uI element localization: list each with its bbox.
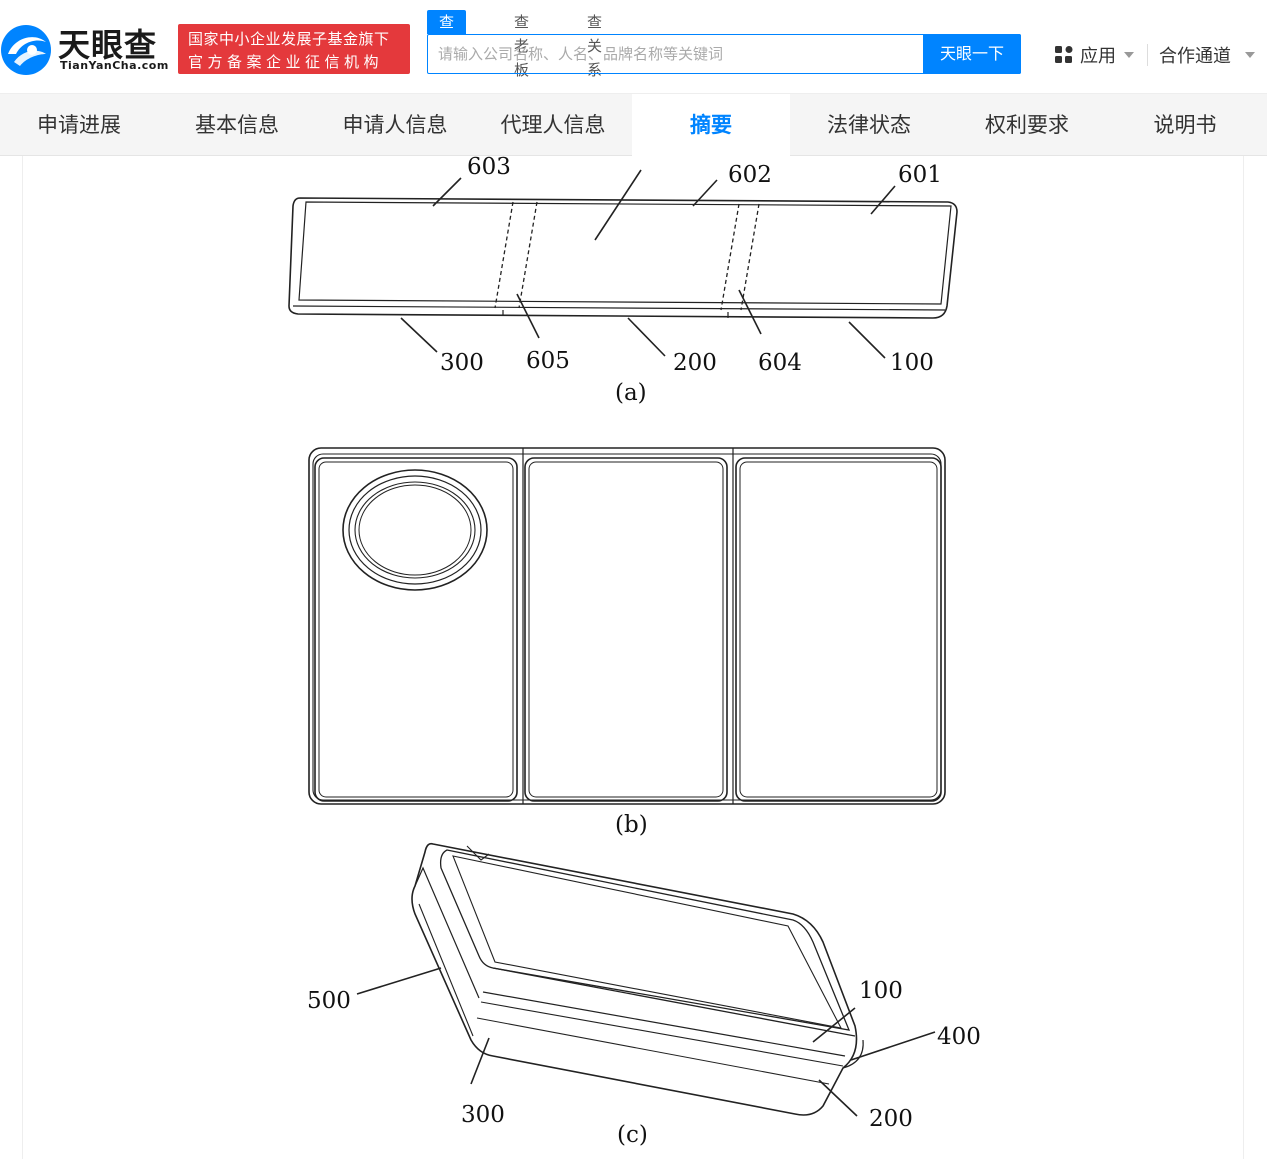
chevron-down-icon — [1124, 52, 1134, 58]
figure-a: 603 602 601 300 605 200 604 100 (a) — [288, 156, 958, 406]
search-box: 天眼一下 — [427, 34, 1021, 74]
figure-c: 500 100 400 300 200 (c) — [307, 842, 981, 1148]
logo-text: 天眼查 — [58, 26, 158, 64]
nav-legal-status[interactable]: 法律状态 — [827, 113, 911, 137]
label-200: 200 — [869, 1106, 913, 1132]
caption-b: (b) — [615, 812, 648, 838]
tab-search-company[interactable]: 查公司 — [427, 10, 467, 79]
patent-nav: 申请进展 基本信息 申请人信息 代理人信息 摘要 法律状态 权利要求 说明书 — [0, 93, 1267, 156]
abstract-figure-panel: 603 602 601 300 605 200 604 100 (a) — [22, 156, 1244, 1159]
partner-channel-link[interactable]: 合作通道 — [1159, 46, 1231, 67]
label-300: 300 — [440, 350, 484, 376]
label-500: 500 — [307, 988, 351, 1014]
tab-search-relation[interactable]: 查关系 — [587, 13, 603, 79]
label-300: 300 — [461, 1102, 505, 1128]
badge-line-2: 官方备案企业征信机构 — [188, 53, 384, 71]
apps-label: 应用 — [1080, 46, 1116, 67]
label-602: 602 — [728, 162, 772, 188]
tab-search-boss[interactable]: 查老板 — [514, 13, 530, 79]
caption-c: (c) — [617, 1122, 648, 1148]
nav-application-progress[interactable]: 申请进展 — [37, 113, 121, 137]
patent-drawing: 603 602 601 300 605 200 604 100 (a) — [288, 156, 981, 1148]
label-604: 604 — [758, 350, 802, 376]
header-divider — [1147, 44, 1148, 66]
nav-description[interactable]: 说明书 — [1153, 113, 1217, 137]
nav-abstract[interactable]: 摘要 — [632, 94, 790, 156]
label-200: 200 — [673, 350, 717, 376]
logo-domain: TianYanCha.com — [60, 59, 169, 72]
logo-mark-icon — [1, 25, 51, 75]
badge-line-1: 国家中小企业发展子基金旗下 — [188, 30, 390, 48]
label-100: 100 — [890, 350, 934, 376]
search-input[interactable] — [428, 35, 922, 73]
tianyancha-logo[interactable]: 天眼查 TianYanCha.com — [0, 22, 170, 78]
label-605: 605 — [526, 348, 570, 374]
chevron-down-icon — [1245, 52, 1255, 58]
official-badge: 国家中小企业发展子基金旗下 官方备案企业征信机构 — [178, 24, 410, 74]
figure-b: (b) — [308, 447, 946, 838]
label-400: 400 — [937, 1024, 981, 1050]
search-button[interactable]: 天眼一下 — [923, 34, 1021, 74]
site-header: 天眼查 TianYanCha.com 国家中小企业发展子基金旗下 官方备案企业征… — [0, 0, 1267, 93]
nav-agent-info[interactable]: 代理人信息 — [500, 113, 606, 137]
label-601: 601 — [898, 162, 942, 188]
nav-basic-info[interactable]: 基本信息 — [195, 113, 279, 137]
caption-a: (a) — [615, 380, 647, 406]
nav-applicant-info[interactable]: 申请人信息 — [342, 113, 448, 137]
nav-claims[interactable]: 权利要求 — [985, 113, 1069, 137]
apps-grid-icon — [1055, 46, 1073, 63]
label-100: 100 — [859, 978, 903, 1004]
label-603: 603 — [467, 156, 511, 180]
